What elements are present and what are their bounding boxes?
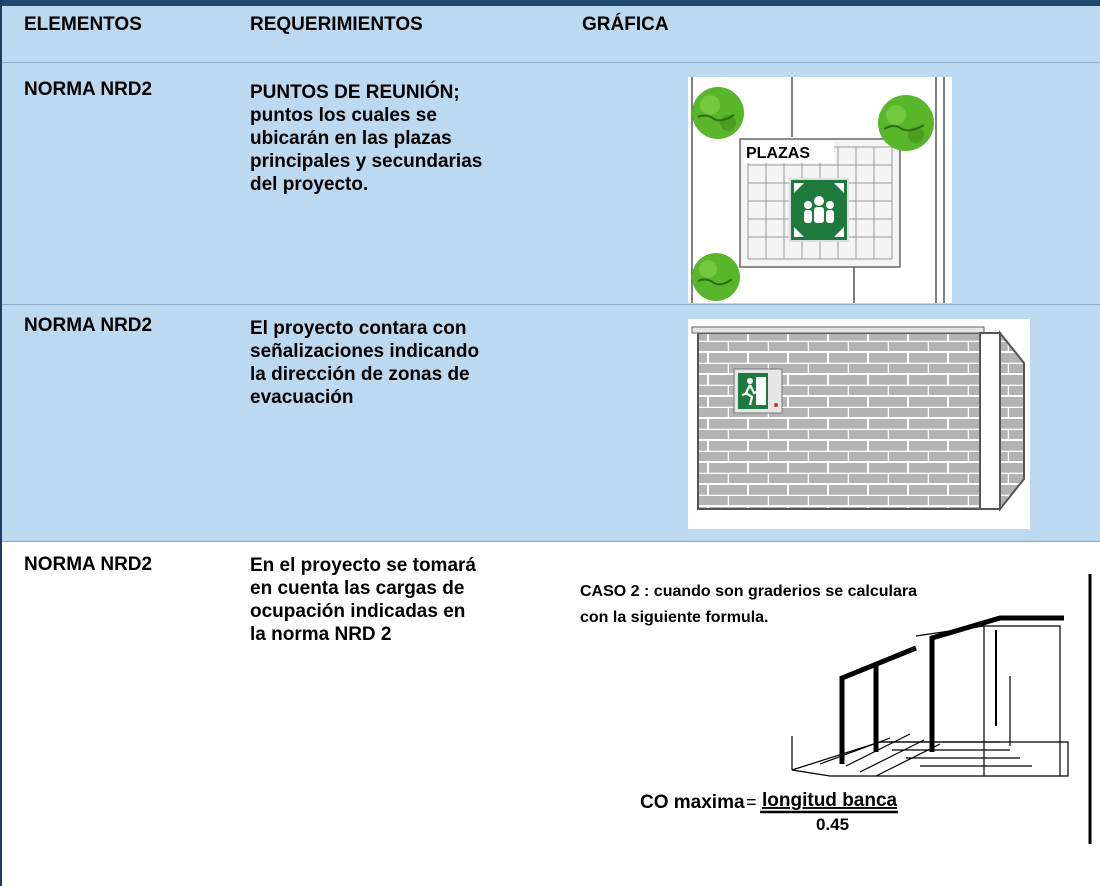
- emergency-exit-sign-icon: [733, 368, 783, 414]
- requerimiento-line: puntos los cuales se: [250, 105, 437, 126]
- graderios-graphic: CASO 2 : cuando son graderios se calcula…: [580, 566, 1096, 856]
- formula-equals: =: [746, 792, 757, 812]
- formula-lhs: CO maxima: [640, 792, 745, 813]
- table-row: NORMA NRD2 PUNTOS DE REUNIÓN; puntos los…: [2, 63, 1100, 305]
- graderios-drawing: [791, 615, 1069, 777]
- assembly-point-sign-icon: [789, 178, 849, 242]
- requerimiento-line: la norma NRD 2: [250, 624, 392, 645]
- requerimiento-line: ocupación indicadas en: [250, 601, 466, 622]
- requerimiento-cell: PUNTOS DE REUNIÓN; puntos los cuales se …: [250, 81, 570, 196]
- requerimiento-cell: El proyecto contara con señalizaciones i…: [250, 317, 570, 409]
- plaza-label: PLAZAS: [746, 145, 810, 162]
- requerimiento-line: en cuenta las cargas de: [250, 578, 465, 599]
- requerimiento-line: evacuación: [250, 387, 354, 408]
- row-divider: [2, 62, 1100, 63]
- header-requerimientos: REQUERIMIENTOS: [250, 14, 423, 35]
- brick-wall-graphic: [688, 319, 1030, 529]
- elemento-cell: NORMA NRD2: [24, 79, 153, 100]
- table-top-bar: [2, 0, 1100, 6]
- requerimiento-line: del proyecto.: [250, 174, 369, 195]
- tree-icon: [878, 95, 934, 151]
- requerimiento-cell: En el proyecto se tomará en cuenta las c…: [250, 554, 570, 646]
- requerimiento-line: principales y secundarias: [250, 151, 483, 172]
- plaza-graphic: PLAZAS: [688, 77, 952, 303]
- tree-icon: [692, 87, 744, 139]
- graderios-caption-line-1: CASO 2 : cuando son graderios se calcula…: [580, 583, 917, 600]
- formula-denominator: 0.45: [816, 815, 849, 834]
- tree-icon: [692, 253, 740, 301]
- header-elementos: ELEMENTOS: [24, 14, 142, 35]
- requerimiento-line: ubicarán en las plazas: [250, 128, 452, 149]
- table-row: NORMA NRD2 En el proyecto se tomará en c…: [2, 542, 1100, 886]
- formula-numerator: longitud banca: [762, 790, 898, 811]
- requerimiento-line: PUNTOS DE REUNIÓN;: [250, 82, 460, 103]
- table-header-row: ELEMENTOS REQUERIMIENTOS GRÁFICA: [2, 6, 1100, 63]
- row-divider: [2, 304, 1100, 305]
- row-divider: [2, 541, 1100, 542]
- requerimiento-line: señalizaciones indicando: [250, 341, 480, 362]
- header-grafica: GRÁFICA: [582, 14, 669, 35]
- elemento-cell: NORMA NRD2: [24, 554, 153, 575]
- requerimiento-line: la dirección de zonas de: [250, 364, 470, 385]
- requerimiento-line: En el proyecto se tomará: [250, 555, 476, 576]
- table-row: NORMA NRD2 El proyecto contara con señal…: [2, 305, 1100, 542]
- elemento-cell: NORMA NRD2: [24, 315, 153, 336]
- requerimiento-line: El proyecto contara con: [250, 318, 467, 339]
- graderios-caption-line-2: con la siguiente formula.: [580, 609, 768, 626]
